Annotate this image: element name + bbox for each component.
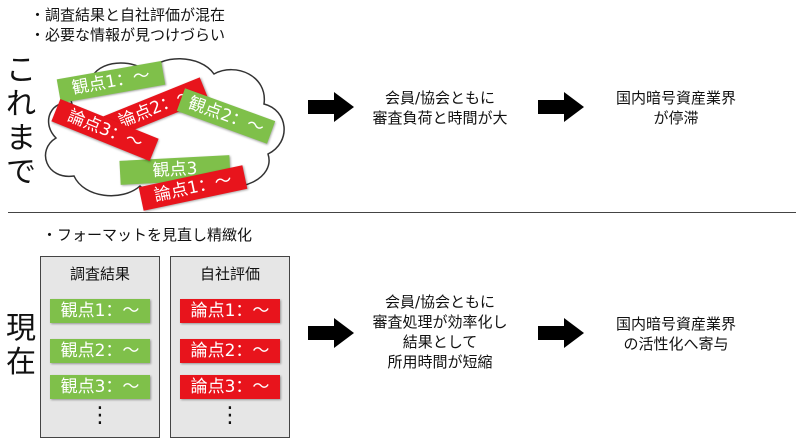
after-middle-line-3: 結果として bbox=[402, 333, 478, 351]
row-label-char: れ bbox=[6, 87, 36, 122]
before-result-line-2: が停滞 bbox=[653, 109, 699, 127]
row-label-char: で bbox=[6, 155, 36, 190]
after-bullet: ・フォーマットを見直し精緻化 bbox=[42, 226, 253, 244]
after-result-line-2: の活性化へ寄与 bbox=[623, 335, 729, 353]
after-middle-text: 会員/協会ともに 審査処理が効率化し 結果として 所用時間が短縮 bbox=[360, 292, 520, 372]
after-result-line-1: 国内暗号資産業界 bbox=[615, 315, 736, 333]
after-result-text: 国内暗号資産業界 の活性化へ寄与 bbox=[596, 314, 756, 354]
column-card: 論点3：～ bbox=[180, 375, 280, 399]
column-card: 論点1：～ bbox=[180, 299, 280, 323]
before-middle-line-2: 審査負荷と時間が大 bbox=[372, 109, 508, 127]
after-middle-line-1: 会員/協会ともに bbox=[384, 293, 496, 311]
row-label-char: こ bbox=[6, 53, 36, 88]
more-items-icon: ⋮ bbox=[89, 403, 111, 428]
column-survey-results: 調査結果 観点1：～ 観点2：～ 観点3：～ ⋮ bbox=[40, 256, 160, 438]
column-card: 論点2：～ bbox=[180, 339, 280, 363]
after-middle-line-4: 所用時間が短縮 bbox=[387, 353, 493, 371]
column-card: 観点1：～ bbox=[50, 299, 150, 323]
column-card: 観点2：～ bbox=[50, 339, 150, 363]
column-title: 自社評価 bbox=[199, 265, 260, 283]
before-middle-text: 会員/協会ともに 審査負荷と時間が大 bbox=[360, 88, 520, 128]
row-label-char: 在 bbox=[6, 345, 36, 380]
arrow-right-icon bbox=[308, 92, 354, 122]
after-row-label: 現在 bbox=[4, 312, 38, 380]
before-middle-line-1: 会員/協会ともに bbox=[384, 89, 496, 107]
column-title: 調査結果 bbox=[69, 265, 130, 283]
before-result-line-1: 国内暗号資産業界 bbox=[615, 89, 736, 107]
arrow-right-icon bbox=[538, 318, 584, 348]
before-bullet-1: ・調査結果と自社評価が混在 bbox=[30, 6, 226, 24]
row-label-char: 現 bbox=[6, 311, 36, 346]
after-middle-line-2: 審査処理が効率化し bbox=[372, 313, 508, 331]
before-row-label: これまで bbox=[4, 54, 38, 190]
row-label-char: ま bbox=[6, 121, 36, 156]
more-items-icon: ⋮ bbox=[219, 403, 241, 428]
section-divider bbox=[8, 212, 796, 213]
before-result-text: 国内暗号資産業界 が停滞 bbox=[596, 88, 756, 128]
arrow-right-icon bbox=[538, 92, 584, 122]
before-bullet-2: ・必要な情報が見つけづらい bbox=[30, 26, 226, 44]
column-card: 観点3：～ bbox=[50, 375, 150, 399]
column-self-assessment: 自社評価 論点1：～ 論点2：～ 論点3：～ ⋮ bbox=[170, 256, 290, 438]
arrow-right-icon bbox=[308, 318, 354, 348]
